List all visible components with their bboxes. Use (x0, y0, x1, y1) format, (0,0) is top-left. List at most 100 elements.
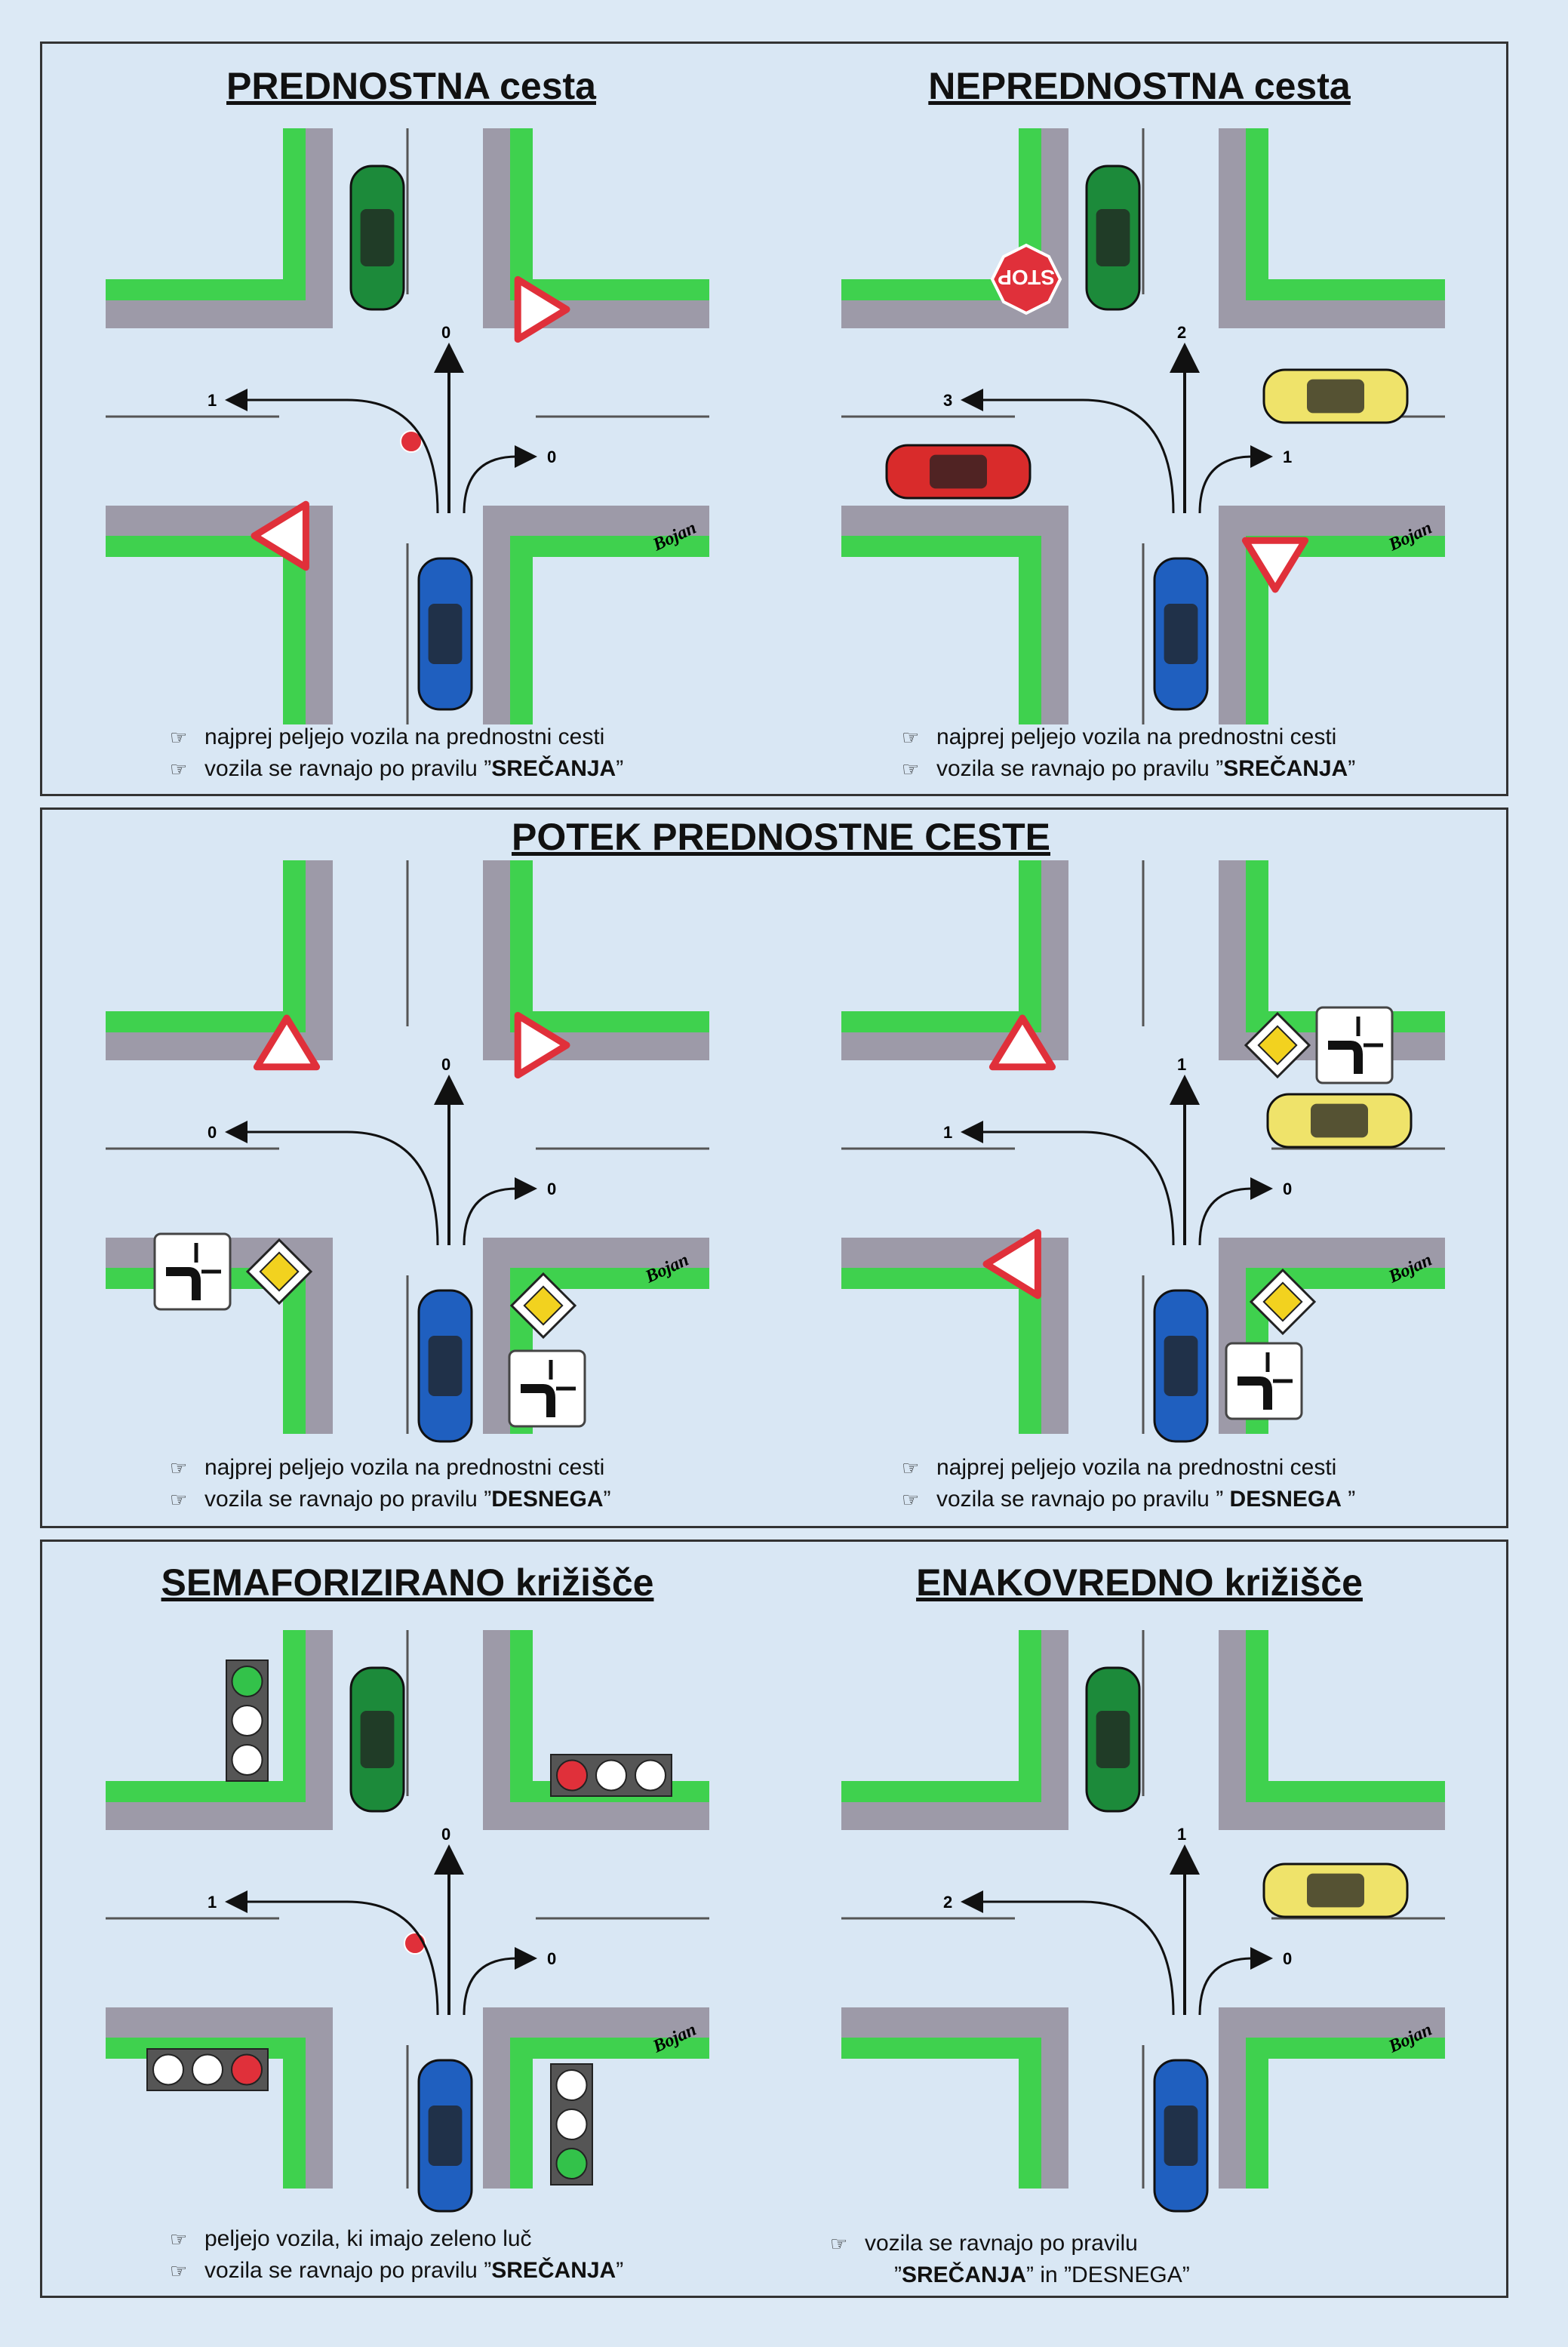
caption-line: ☞peljejo vozila, ki imajo zeleno luč (170, 2226, 532, 2251)
pointing-hand-icon: ☞ (902, 758, 920, 780)
traffic-light-lamp (555, 2069, 588, 2101)
blue-car (417, 1289, 473, 1443)
green-car (349, 1666, 405, 1813)
curb-gray (1219, 506, 1246, 724)
curb-gray (1219, 2007, 1246, 2189)
yellow-car (1266, 1093, 1413, 1149)
curb-gray (483, 506, 510, 724)
straight-label: 1 (1177, 1055, 1186, 1074)
curb-gray (841, 506, 1068, 536)
car-windows (930, 454, 987, 489)
title-neprednostna: NEPREDNOSTNA cesta (928, 65, 1351, 107)
verge-green (1241, 2038, 1445, 2059)
traffic-light-lamp (555, 2109, 588, 2140)
yield-sign-icon (514, 1011, 570, 1079)
priority-road-sign-inner (523, 1285, 564, 1326)
blue-car (1153, 557, 1209, 711)
curb-gray (1041, 506, 1068, 724)
curb-gray (483, 128, 510, 328)
straight-label: 1 (1177, 1825, 1186, 1844)
curb-gray (1219, 1238, 1445, 1268)
curb-gray (841, 1800, 1068, 1830)
verge-green (1241, 1781, 1445, 1802)
right-turn-arrow (463, 1947, 537, 2016)
pointing-hand-icon: ☞ (170, 1456, 188, 1479)
green-car (1085, 165, 1141, 311)
yellow-car (1262, 1863, 1409, 1918)
traffic-light-lamp (635, 1759, 666, 1792)
pointing-hand-icon: ☞ (902, 726, 920, 749)
pointing-hand-icon: ☞ (902, 1488, 920, 1511)
title-enakovredno: ENAKOVREDNO križišče (916, 1561, 1363, 1604)
traffic-light-lamp (231, 2053, 263, 2086)
left-label: 3 (943, 391, 952, 410)
traffic-light-lamp (556, 1759, 588, 1792)
curb-gray (483, 2007, 510, 2189)
verge-green (1019, 536, 1041, 724)
priority-road-sign-inner (259, 1251, 300, 1292)
title-potek: POTEK PREDNOSTNE CESTE (512, 816, 1050, 858)
curb-gray (1219, 298, 1445, 328)
left-turn-arrow (961, 389, 1175, 514)
blue-car (1153, 1289, 1209, 1443)
caption-line: ☞vozila se ravnajo po pravilu ”SREČANJA” (170, 756, 624, 781)
left-turn-arrow (225, 1121, 439, 1246)
yield-sign-icon (988, 1014, 1056, 1071)
yield-sign-icon (253, 1014, 321, 1071)
red-car (885, 444, 1031, 500)
plate-thick-line (1237, 1377, 1272, 1410)
traffic-light-lamp (595, 1759, 627, 1792)
curb-gray (483, 506, 709, 536)
curb-gray (1041, 1630, 1068, 1830)
car-windows (1307, 379, 1364, 414)
curb-gray (306, 506, 333, 724)
curb-gray (483, 1630, 510, 1830)
right-turn-arrow (463, 1177, 537, 1246)
right-label: 1 (1283, 448, 1292, 466)
traffic-light-lamp (231, 1666, 263, 1697)
right-turn-arrow (1198, 1177, 1273, 1246)
straight-label: 2 (1177, 323, 1186, 342)
caption-line: ☞vozila se ravnajo po pravilu (830, 2231, 1138, 2256)
pointing-hand-icon: ☞ (170, 2228, 188, 2250)
curb-gray (106, 2007, 332, 2038)
verge-green (506, 536, 709, 557)
pointing-hand-icon: ☞ (902, 1456, 920, 1479)
verge-green (283, 128, 306, 300)
pointing-hand-icon: ☞ (830, 2232, 848, 2255)
car-windows (1164, 604, 1198, 664)
caption-line: ☞vozila se ravnajo po pravilu ”SREČANJA” (170, 2258, 624, 2283)
stop-sign-text: STOP (998, 266, 1055, 289)
curb-gray (1219, 1630, 1246, 1830)
car-windows (1311, 1103, 1368, 1138)
curb-gray (483, 860, 510, 1060)
car-windows (1164, 2106, 1198, 2166)
curb-gray (1041, 860, 1068, 1060)
curb-gray (306, 860, 333, 1060)
straight-label: 0 (441, 1055, 450, 1074)
pointing-hand-icon: ☞ (170, 2259, 188, 2282)
traffic-light-lamp (555, 2148, 588, 2179)
curb-gray (306, 1238, 333, 1434)
green-car (1085, 1666, 1141, 1813)
verge-green (510, 1630, 533, 1802)
green-car (349, 165, 405, 311)
plate-thick-line (166, 1267, 201, 1300)
yield-sign-icon (1241, 537, 1309, 593)
curb-gray (483, 1238, 709, 1268)
verge-green (283, 1630, 306, 1802)
traffic-light-lamp (231, 1705, 263, 1736)
caption-line: ☞najprej peljejo vozila na prednostni ce… (170, 1455, 605, 1480)
left-label: 1 (208, 391, 217, 410)
car-windows (428, 1336, 463, 1396)
curb-gray (1219, 1800, 1445, 1830)
curb-gray (1219, 506, 1445, 536)
verge-green (1019, 1630, 1041, 1802)
curb-gray (106, 298, 332, 328)
car-windows (1096, 209, 1130, 266)
verge-green (506, 2038, 709, 2059)
